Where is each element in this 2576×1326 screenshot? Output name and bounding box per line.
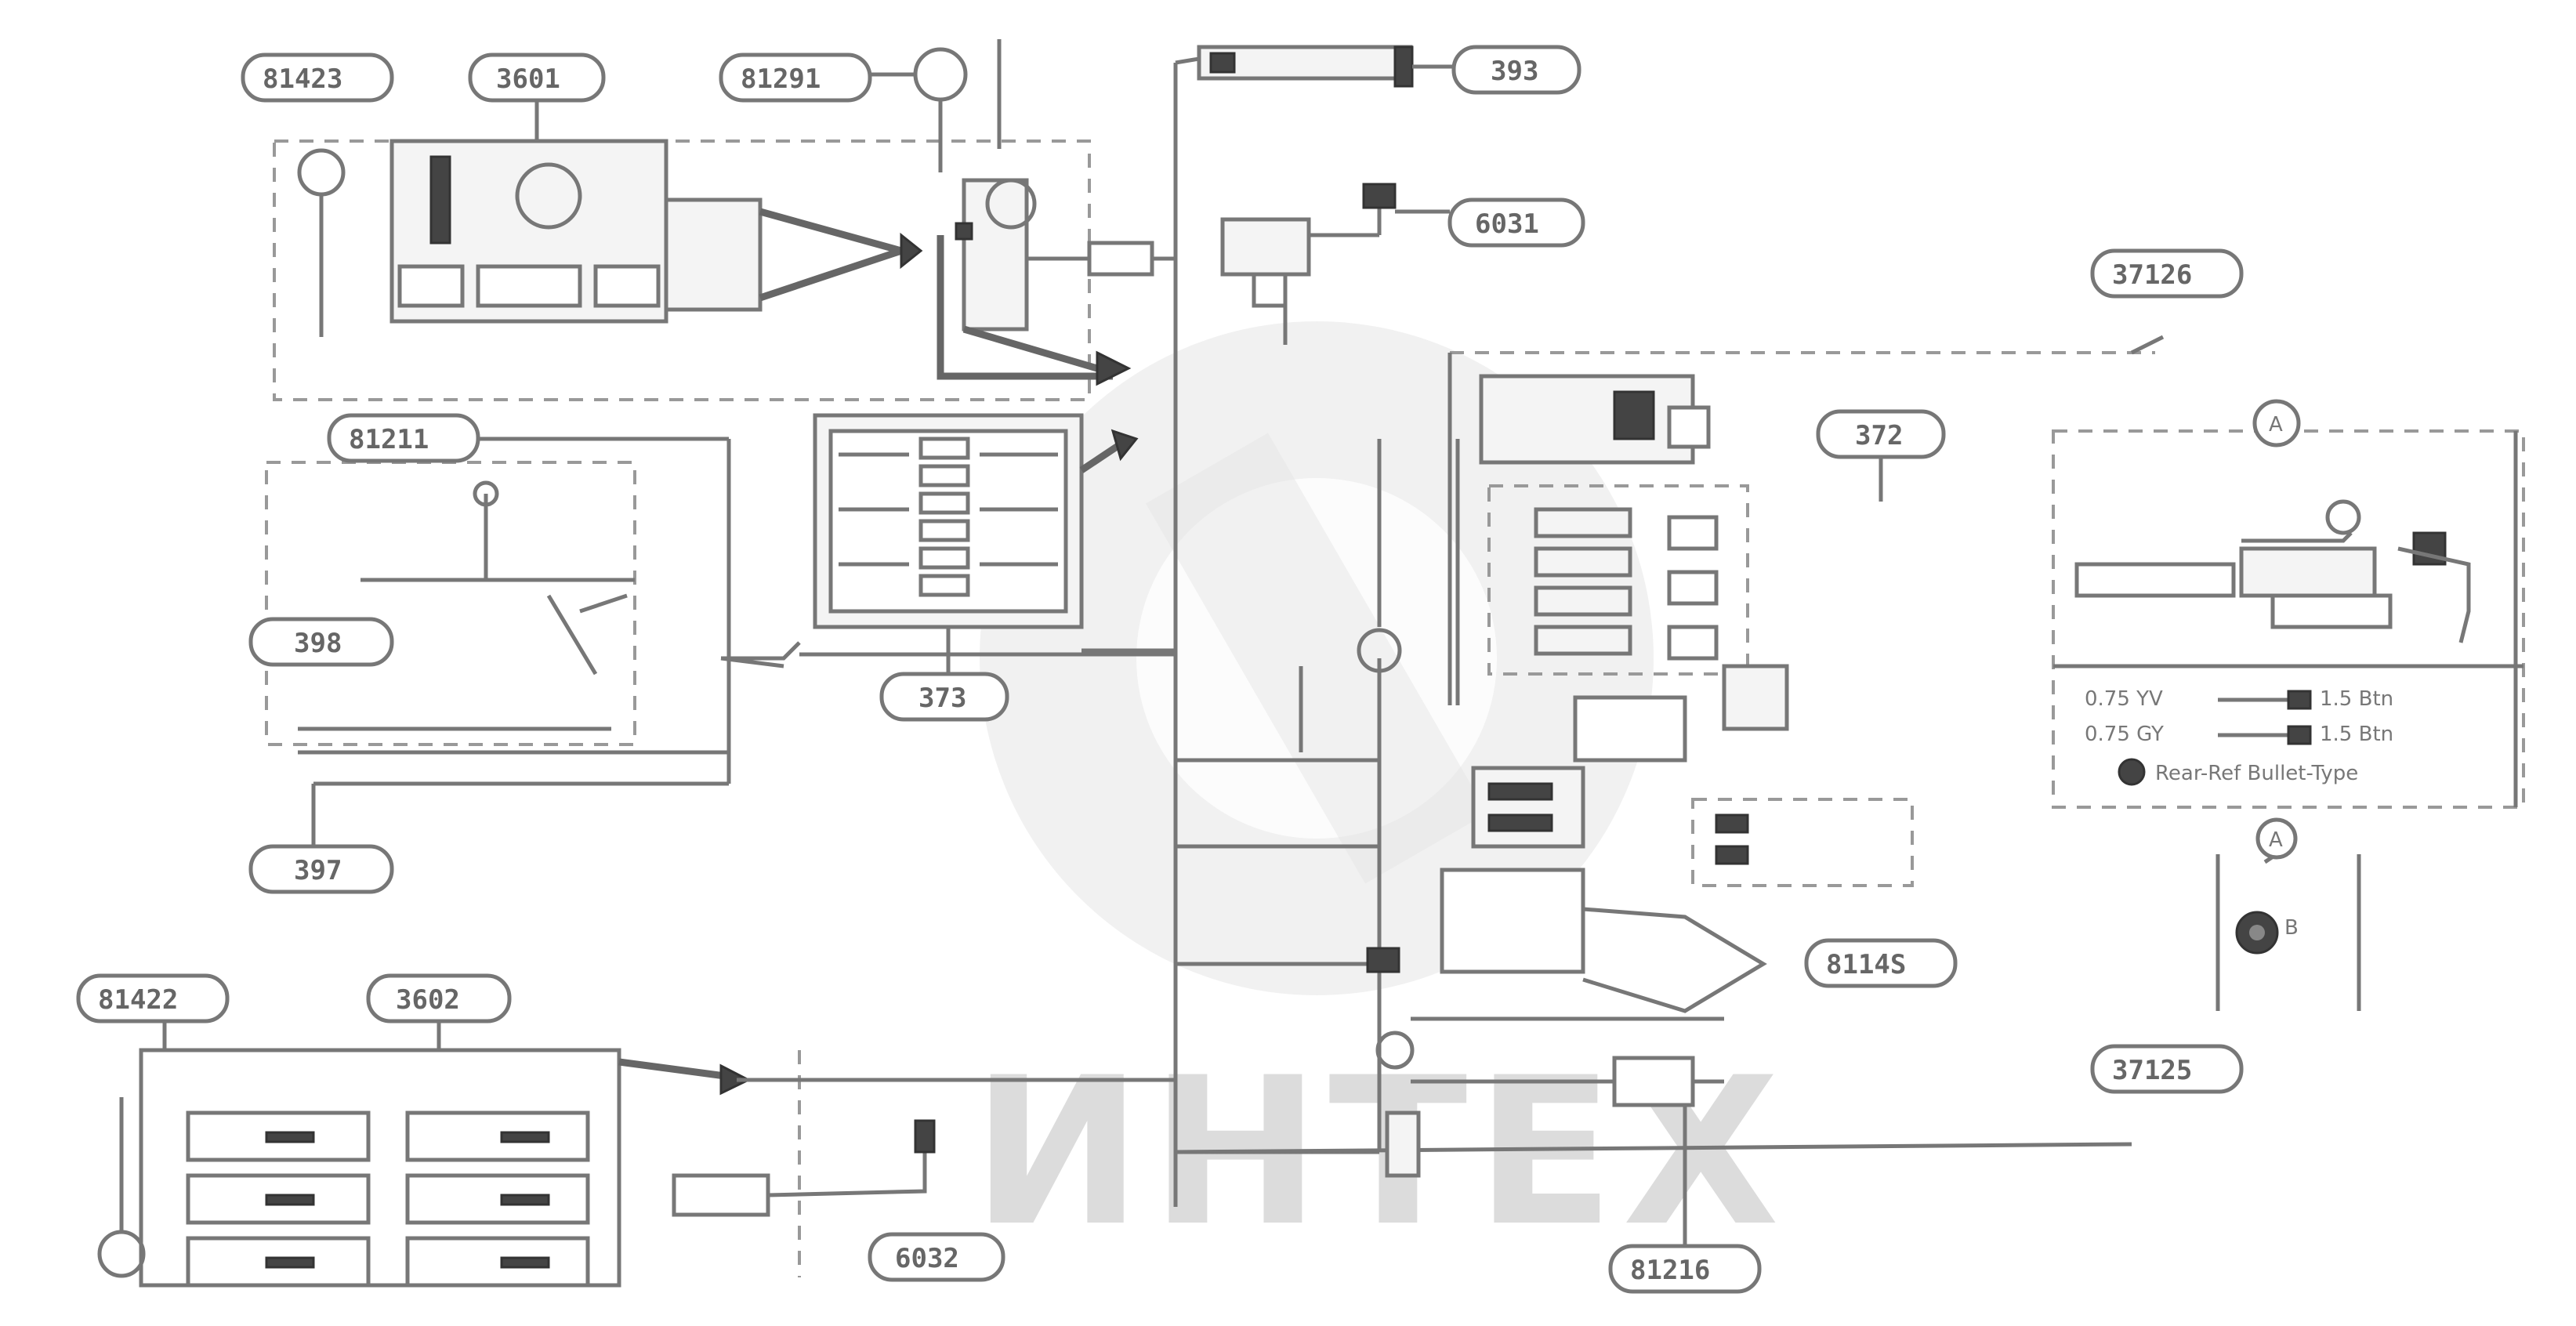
svg-text:37126: 37126 [2112,259,2192,291]
fuse-block-372 [813,413,1176,690]
detail-markers: A A [2252,399,2301,860]
component-6032-link [672,1050,1176,1277]
svg-text:373: 373 [918,683,966,714]
component-3602 [97,1019,752,1288]
watermark-logo: ИНТЕХ [972,321,1780,1271]
tag-81291: 81291 [719,53,872,103]
tag-37126: 37126 [2090,248,2244,299]
tag-393: 393 [1451,45,1581,95]
legend-row3: Rear-Ref Bullet-Type [2155,762,2358,785]
tag-3602: 3602 [366,973,512,1050]
tag-81422: 81422 [76,973,230,1023]
main-bus [1152,56,2132,1207]
svg-text:3602: 3602 [396,984,460,1016]
tag-397: 397 [248,844,394,894]
svg-text:372: 372 [1855,420,1903,451]
svg-text:8114S: 8114S [1826,949,1906,980]
tag-37125: 37125 [2090,1044,2244,1094]
legend-row2: 0.75 GY [2085,723,2164,746]
tag-6031: 6031 [1447,197,1585,248]
control-module [1299,335,2165,1262]
svg-text:393: 393 [1491,56,1538,87]
detail-b-panel: B [2216,828,2361,1011]
legend: 0.75 YV 1.5 Btn 0.75 GY 1.5 Btn Rear-Ref… [2085,687,2393,786]
tag-398: 398 [248,617,394,667]
detail-b-label: B [2284,916,2299,940]
svg-text:81423: 81423 [263,63,342,95]
component-81291 [870,39,1154,386]
svg-text:6031: 6031 [1475,208,1539,240]
tag-3601: 3601 [468,53,606,141]
tag-8114S: 8114S [1804,938,1958,988]
legend-row1: 0.75 YV [2085,687,2163,711]
tag-81216: 81216 [1608,1244,1762,1294]
legend-row1-tail: 1.5 Btn [2320,687,2393,711]
tag-labels: 81423 3601 81291 393 6031 81211 398 [76,45,2244,1294]
svg-text:81291: 81291 [741,63,821,95]
tag-373: 373 [879,672,1009,722]
svg-text:37125: 37125 [2112,1055,2192,1086]
svg-text:398: 398 [294,628,342,659]
component-3601 [273,139,1091,401]
detail-a-panel [2052,429,2525,809]
relay-6031 [1220,183,1450,345]
svg-text:397: 397 [294,855,342,886]
sensor-398 [265,437,1176,846]
svg-text:3601: 3601 [496,63,560,95]
tag-81423: 81423 [241,53,394,103]
svg-text:81211: 81211 [349,424,429,455]
tag-372: 372 [1816,409,1946,502]
component-393-link [1197,45,1458,88]
detail-a-bottom-label: A [2269,828,2283,852]
tag-6032: 6032 [868,1232,1005,1282]
svg-text:81216: 81216 [1630,1255,1710,1286]
detail-a-top-label: A [2269,413,2283,437]
tag-81211: 81211 [327,413,480,463]
legend-row2-tail: 1.5 Btn [2320,723,2393,746]
svg-text:81422: 81422 [98,984,178,1016]
svg-text:6032: 6032 [895,1243,959,1274]
